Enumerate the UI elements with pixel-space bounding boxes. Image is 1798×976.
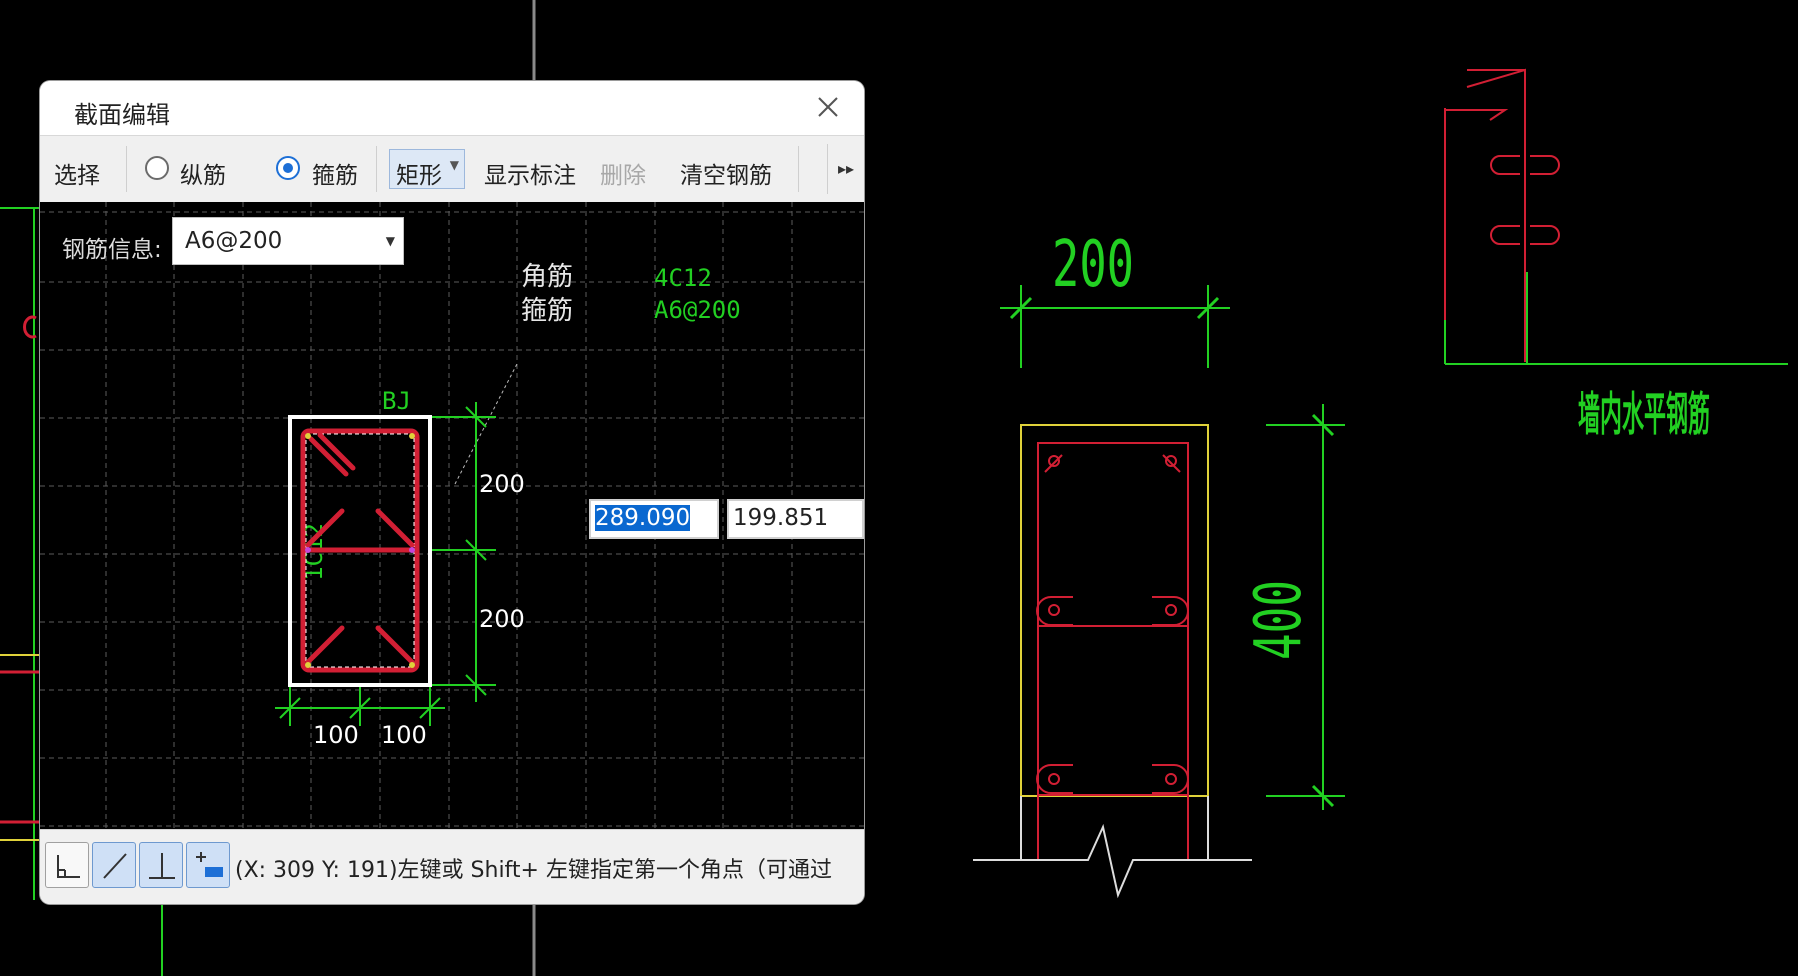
dimension-w1: 100 [313,721,359,749]
dialog-toolbar: 选择 纵筋 箍筋 矩形 ▼ 显示标注 删除 清空钢筋 ▸▸ [40,135,864,204]
toolbar-separator [126,146,127,192]
perpendicular-icon [149,853,175,879]
clear-rebar-button[interactable]: 清空钢筋 [680,163,772,189]
leader-line [454,361,519,485]
section-canvas[interactable]: 角筋 箍筋 4C12 A6@200 BJ 1C12 [40,202,864,829]
chevron-down-icon: ▼ [449,158,459,172]
diagonal-line-icon [103,853,127,879]
section-top-label: BJ [382,387,411,415]
polar-toggle[interactable] [92,842,136,888]
coord-x-input[interactable]: 289.090 [589,499,719,539]
stirrup-rebar-value: A6@200 [654,296,741,324]
corner-rebar-value: 4C12 [654,264,712,292]
stirrup-radio[interactable] [276,156,300,180]
stirrup-label[interactable]: 箍筋 [312,163,358,189]
status-message: (X: 309 Y: 191)左键或 Shift+ 左键指定第一个角点（可通过 [235,858,832,883]
coord-x-value: 289.090 [595,505,691,531]
legend-corner-label: 角筋 [521,262,573,292]
section-edit-dialog: 截面编辑 选择 纵筋 箍筋 矩形 ▼ 显示标注 删除 清空钢筋 ▸▸ [40,81,864,904]
shape-dropdown-value: 矩形 [396,163,442,189]
dimension-w2: 100 [381,721,427,749]
select-button[interactable]: 选择 [54,163,100,189]
coord-y-value: 199.851 [733,505,829,531]
toolbar-separator [798,146,799,192]
top-dimension-text: 200 [1052,228,1134,302]
dialog-titlebar[interactable]: 截面编辑 [40,81,864,135]
show-annotation-button[interactable]: 显示标注 [484,163,576,189]
side-dimension-text: 400 [1242,580,1316,660]
longitudinal-label[interactable]: 纵筋 [180,163,226,189]
delete-button[interactable]: 删除 [600,163,646,189]
ortho-toggle[interactable] [45,842,89,888]
dialog-statusbar: (X: 309 Y: 191)左键或 Shift+ 左键指定第一个角点（可通过 [40,829,864,904]
section-outline [288,415,432,687]
wall-rebar-detail: 墙内水平钢筋 [1444,68,1788,441]
perpendicular-toggle[interactable] [139,842,183,888]
rebar-info-label: 钢筋信息: [62,237,162,263]
stirrup-rebar [300,428,420,673]
left-edge-fragments [0,207,163,976]
shape-dropdown[interactable]: 矩形 ▼ [389,149,465,189]
wall-rebar-label: 墙内水平钢筋 [1578,387,1710,441]
chevron-down-icon: ▼ [385,234,395,248]
toolbar-separator [376,146,377,192]
horizontal-dimension [275,687,445,726]
rebar-info-dropdown[interactable]: A6@200 ▼ [172,217,404,265]
dynamic-input-icon [196,852,223,877]
section-drawing: 200 400 [973,228,1345,899]
dynamic-input-toggle[interactable] [186,842,230,888]
canvas-grid [40,202,864,829]
vertical-dimension [432,402,496,702]
toolbar-more-icon[interactable]: ▸▸ [827,144,864,194]
dimension-h2: 200 [479,605,525,633]
dimension-h1: 200 [479,470,525,498]
coord-y-input[interactable]: 199.851 [727,499,864,539]
ortho-icon [57,855,80,878]
legend-stirrup-label: 箍筋 [521,296,573,326]
rebar-info-value: A6@200 [185,228,283,254]
corner-bars [305,433,415,668]
close-icon[interactable] [810,89,846,125]
longitudinal-radio[interactable] [145,156,169,180]
dialog-title: 截面编辑 [74,101,170,129]
